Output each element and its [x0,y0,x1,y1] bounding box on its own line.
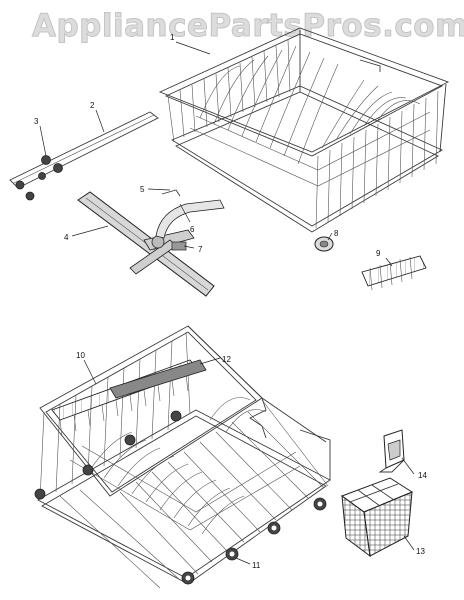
silverware-basket-handle [378,429,405,473]
lower-dishrack [34,325,331,589]
callout-10: 10 [76,351,85,360]
callout-6: 6 [190,225,195,234]
lower-rack-wheels [34,410,327,585]
tine-row-clip [361,255,427,291]
callout-leader-lines [39,41,415,565]
callout-7: 7 [198,245,203,254]
callout-13: 13 [416,547,425,556]
callout-8: 8 [334,229,339,238]
spray-arm [77,189,225,297]
callout-3: 3 [34,117,39,126]
callout-1: 1 [170,33,175,42]
callout-labels: 1 2 3 4 5 6 7 8 9 10 12 11 14 13 [34,33,427,570]
callout-9: 9 [376,249,381,258]
rack-wheel [314,236,334,252]
slide-rail-assembly [9,111,159,201]
callout-4: 4 [64,233,69,242]
callout-2: 2 [90,101,95,110]
callout-14: 14 [418,471,427,480]
watermark-text: AppliancePartsPros.com [32,8,464,45]
callout-11: 11 [252,561,261,570]
callout-5: 5 [140,185,145,194]
upper-dishrack [158,27,450,233]
callout-12: 12 [222,355,231,364]
silverware-basket [340,477,414,558]
